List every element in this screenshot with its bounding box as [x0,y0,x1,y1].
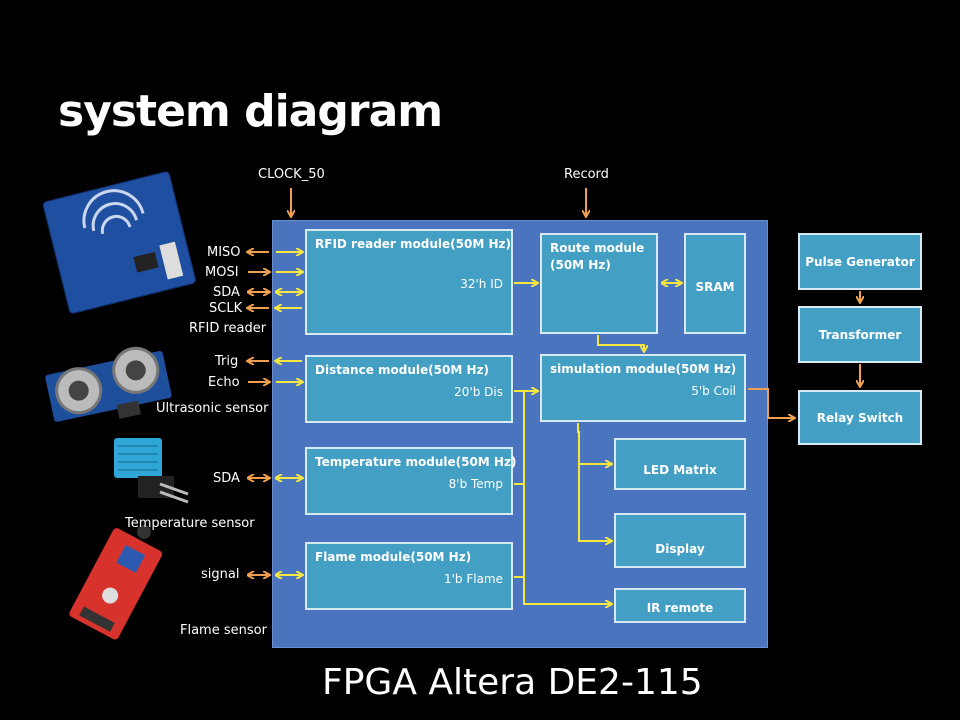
rfid-reader-module: RFID reader module(50M Hz) 32'h ID [305,229,513,335]
bus-sensors-merge [514,390,611,604]
arrow-coil-to-relay [748,388,794,418]
temperature-module-signal: 8'b Temp [448,477,503,491]
distance-module-title: Distance module(50M Hz) [315,363,489,377]
ir-remote-title: IR remote [646,601,714,615]
record-input-label: Record [564,167,609,182]
pin-label-sda-rfid: SDA [213,285,240,300]
pin-label-sda-temp: SDA [213,471,240,486]
rfid-reader-label: RFID reader [189,321,267,336]
distance-module: Distance module(50M Hz) 20'b Dis [305,355,513,423]
sram-title: SRAM [695,280,735,294]
temperature-module: Temperature module(50M Hz) 8'b Temp [305,447,517,515]
slide-title: system diagram [58,86,443,137]
bus-route-to-sim [597,335,644,351]
temperature-sensor-label: Temperature sensor [125,516,255,531]
transformer-box: Transformer [798,306,922,363]
temperature-module-title: Temperature module(50M Hz) [315,455,517,469]
flame-module: Flame module(50M Hz) 1'b Flame [305,542,513,610]
relay-switch-title: Relay Switch [816,411,904,425]
ir-remote-module: IR remote [614,588,746,623]
pin-label-echo: Echo [208,375,240,390]
flame-module-signal: 1'b Flame [443,572,503,586]
simulation-module-signal: 5'b Coil [691,384,736,398]
flame-module-title: Flame module(50M Hz) [315,550,472,564]
pin-label-miso: MISO [207,245,241,260]
bus-sim-to-display [578,464,611,541]
route-module-title-line2: (50M Hz) [550,258,611,272]
simulation-module: simulation module(50M Hz) 5'b Coil [540,354,746,422]
pin-label-signal: signal [201,567,240,582]
board-caption: FPGA Altera DE2-115 [322,662,703,703]
route-module-title-line1: Route module [550,241,645,255]
distance-module-signal: 20'b Dis [454,385,503,399]
pin-label-mosi: MOSI [205,265,239,280]
flame-sensor-label: Flame sensor [180,623,267,638]
flame-sensor-image [69,524,163,640]
transformer-title: Transformer [818,328,902,342]
display-title: Display [655,542,705,556]
rfid-module-title: RFID reader module(50M Hz) [315,237,511,251]
route-module: Route module (50M Hz) [540,233,658,334]
bus-sim-to-led [577,423,611,464]
led-matrix-module: LED Matrix [614,438,746,490]
rfid-module-signal: 32'h ID [460,277,503,291]
ultrasonic-sensor-image [45,346,172,422]
display-module: Display [614,513,746,568]
temperature-sensor-image [114,438,189,504]
clock-input-label: CLOCK_50 [258,167,325,182]
pin-label-sclk: SCLK [209,301,243,316]
led-matrix-title: LED Matrix [643,463,717,477]
sram-module: SRAM [684,233,746,334]
pulse-generator-title: Pulse Generator [805,255,915,269]
relay-switch-box: Relay Switch [798,390,922,445]
simulation-module-title: simulation module(50M Hz) [550,362,737,376]
pulse-generator-box: Pulse Generator [798,233,922,290]
pin-label-trig: Trig [215,354,239,369]
ultrasonic-sensor-label: Ultrasonic sensor [156,401,269,416]
rfid-reader-image [42,171,197,314]
